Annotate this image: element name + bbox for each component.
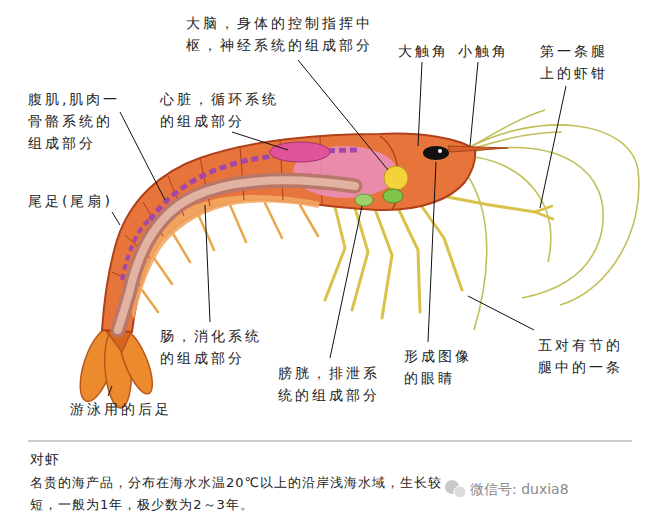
leader-line: [298, 60, 388, 170]
watermark-box: 微信号: duxia8: [468, 479, 571, 499]
part-label: 大脑，身体的控制指挥中枢，神经系统的组成部分: [186, 15, 373, 53]
leader-line: [205, 205, 210, 322]
leader-line: [232, 132, 288, 150]
swimming-leg: [154, 258, 172, 284]
watermark-icon: [445, 480, 466, 498]
shrimp-body: [128, 195, 320, 320]
part-label-box: 肠，消化系统的组成部分: [160, 325, 265, 369]
part-label-box: 心脏，循环系统的组成部分: [160, 88, 282, 132]
walking-leg: [442, 196, 535, 212]
antenna: [462, 168, 487, 330]
antenna: [470, 148, 603, 298]
brain: [383, 189, 403, 203]
part-label: 心脏，循环系统的组成部分: [160, 91, 279, 129]
watermark-icon: [454, 486, 466, 498]
walking-leg: [420, 204, 462, 290]
part-label-box: 游泳用的后足: [70, 398, 172, 420]
swimming-leg: [172, 232, 190, 262]
part-label: 大触角: [398, 43, 449, 59]
leader-line: [540, 86, 566, 208]
part-label: 小触角: [458, 43, 509, 59]
separator-line: [28, 441, 632, 442]
walking-leg: [352, 208, 368, 310]
part-label-box: 大脑，身体的控制指挥中枢，神经系统的组成部分: [186, 12, 386, 56]
leader-line: [468, 296, 534, 330]
swimming-leg: [300, 205, 318, 236]
eye: [423, 146, 508, 160]
leader-line: [108, 60, 566, 396]
eye: [448, 146, 508, 152]
caption-box: 名贵的海产品，分布在海水水温20℃以上的沿岸浅海水域，生长较短，一般为1年，极少…: [30, 472, 630, 516]
leader-line: [108, 386, 112, 396]
caption: 名贵的海产品，分布在海水水温20℃以上的沿岸浅海水域，生长较短，一般为1年，极少…: [30, 475, 442, 512]
swimming-leg: [230, 205, 246, 242]
part-label-box: 大触角: [398, 40, 449, 62]
title-box: 对虾: [30, 448, 60, 470]
part-label-box: 腹肌,肌肉一骨骼系统的组成部分: [28, 88, 128, 154]
heart: [270, 142, 330, 162]
walking-leg: [535, 206, 553, 219]
body-segment: [240, 146, 244, 200]
leader-line: [418, 62, 422, 146]
part-label: 游泳用的后足: [70, 401, 172, 417]
part-label: 腹肌,肌肉一骨骼系统的组成部分: [28, 91, 120, 151]
part-label-box: 第一条腿上的虾钳: [540, 40, 620, 84]
part-label: 肠，消化系统的组成部分: [160, 328, 262, 366]
leader-line: [112, 212, 120, 225]
part-label: 形成图像的眼睛: [404, 348, 472, 386]
title: 对虾: [30, 451, 60, 467]
brain: [383, 166, 408, 203]
watermark: 微信号: duxia8: [470, 481, 569, 497]
antenna: [472, 110, 545, 146]
part-label-box: 尾足(尾扇): [28, 190, 113, 212]
part-label-box: 形成图像的眼睛: [404, 345, 474, 389]
intestine: [118, 180, 355, 330]
swimming-leg: [265, 203, 282, 238]
swimming-leg: [142, 290, 158, 312]
intestine: [118, 180, 355, 330]
part-label: 第一条腿上的虾钳: [540, 43, 608, 81]
shrimp-body: [102, 134, 475, 332]
shrimp-body: [102, 134, 475, 332]
part-label: 五对有节的腿中的一条: [538, 337, 623, 375]
part-label-box: 五对有节的腿中的一条: [538, 334, 626, 378]
walking-leg: [325, 196, 553, 318]
antenna: [472, 132, 562, 149]
antenna: [462, 110, 639, 330]
heart: [270, 142, 330, 162]
eye: [438, 149, 442, 153]
antenna: [468, 125, 639, 305]
bladder: [355, 194, 373, 206]
part-label: 尾足(尾扇): [28, 193, 113, 209]
bladder: [355, 194, 373, 206]
intestine: [118, 180, 355, 330]
part-label-box: 膀胱，排泄系统的组成部分: [278, 362, 383, 406]
leader-line: [330, 206, 362, 358]
walking-leg: [375, 209, 392, 318]
eye: [423, 146, 449, 160]
leader-line: [428, 162, 436, 342]
watermark-gap: [452, 472, 630, 496]
separator-line: [28, 441, 632, 442]
leader-line: [120, 112, 165, 200]
leader-line: [470, 62, 478, 146]
walking-leg: [398, 208, 420, 312]
walking-leg: [325, 207, 345, 300]
part-label: 膀胱，排泄系统的组成部分: [278, 365, 380, 403]
part-label-box: 小触角: [458, 40, 509, 62]
